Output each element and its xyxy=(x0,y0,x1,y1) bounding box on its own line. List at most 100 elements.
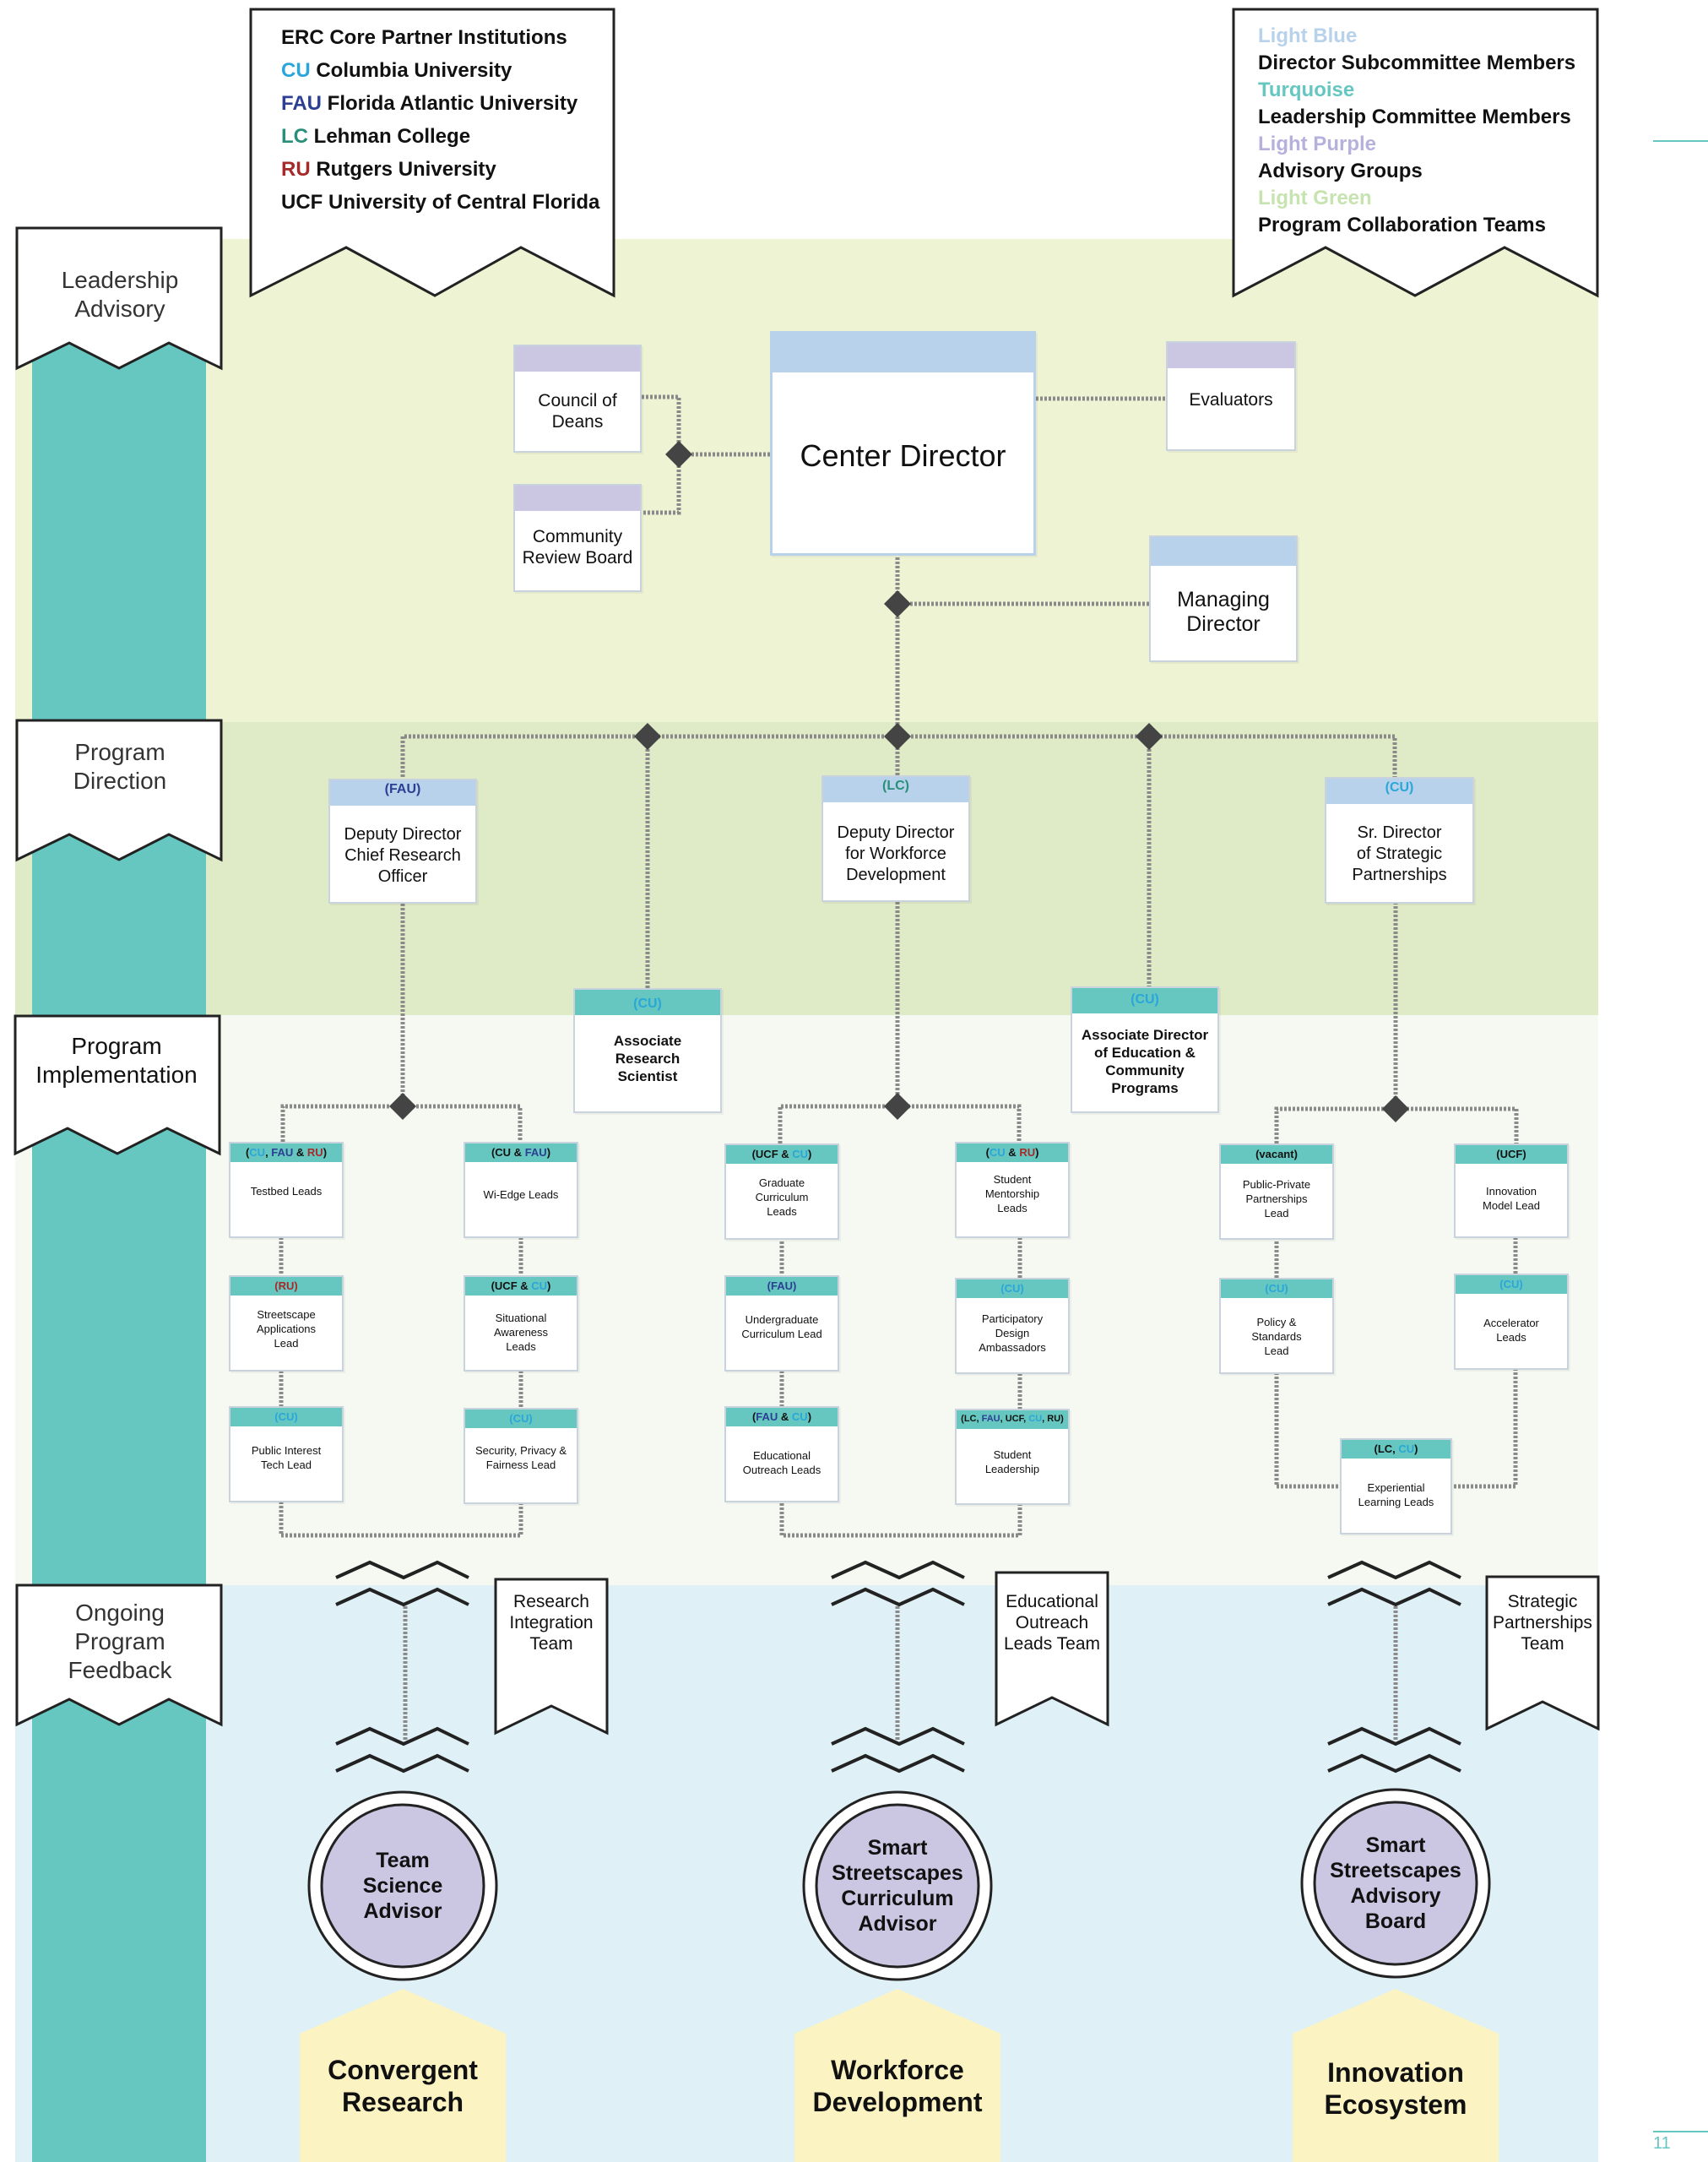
public-private-label: Public-Private Partnerships Lead xyxy=(1242,1178,1311,1220)
legend-turquoise-name: Turquoise xyxy=(1258,79,1355,101)
public-interest-box: (CU) Public Interest Tech Lead xyxy=(229,1406,344,1502)
side-bar xyxy=(32,321,206,2162)
partner-ucf: UCF University of Central Florida xyxy=(281,191,600,214)
box-header xyxy=(330,780,475,806)
mentorship-box: (CU & RU) Student Mentorship Leads xyxy=(955,1142,1070,1238)
policy-box: (CU) Policy & Standards Lead xyxy=(1219,1278,1334,1374)
public-interest-tag: (CU) xyxy=(274,1410,298,1423)
graduate-box: (UCF & CU) Graduate Curriculum Leads xyxy=(724,1143,839,1240)
assoc-research-tag: (CU) xyxy=(633,997,662,1011)
pillar-houses xyxy=(300,1989,1499,2162)
experiential-tag: (LC, CU) xyxy=(1374,1442,1418,1455)
strategic-partnerships-label: Sr. Director of Strategic Partnerships xyxy=(1352,823,1447,884)
box-header xyxy=(575,990,720,1015)
situational-box: (UCF & CU) Situational Awareness Leads xyxy=(464,1275,578,1372)
pillar-innovation-ecosystem: Innovation Ecosystem xyxy=(1324,2057,1467,2120)
band-label-direction: Program Direction xyxy=(73,739,167,794)
box-header xyxy=(515,486,640,511)
council-of-deans-label: Council of Deans xyxy=(538,391,617,432)
edu-outreach-leads-team: Educational Outreach Leads Team xyxy=(1003,1592,1101,1654)
student-leadership-tag: (LC, FAU, UCF, CU, RU) xyxy=(961,1414,1064,1424)
box-header xyxy=(1168,343,1294,368)
security-label: Security, Privacy & Fairness Lead xyxy=(474,1444,567,1471)
research-integration-team: Research Integration Team xyxy=(509,1592,594,1654)
evaluators-box: Evaluators xyxy=(1166,341,1296,451)
partner-ru: RU Rutgers University xyxy=(281,158,496,181)
strategic-partnerships-team: Strategic Partnerships Team xyxy=(1493,1592,1592,1654)
mentorship-tag: (CU & RU) xyxy=(985,1146,1039,1159)
deputy-workforce-tag: (LC) xyxy=(882,779,909,793)
assoc-education-box: (CU) Associate Director of Education & C… xyxy=(1071,986,1219,1113)
situational-tag: (UCF & CU) xyxy=(491,1279,551,1292)
box-header xyxy=(773,334,1033,372)
diamonds xyxy=(389,441,1409,1122)
deputy-research-box: (FAU) Deputy Director Chief Research Off… xyxy=(328,779,477,904)
assoc-education-label: Associate Director of Education & Commun… xyxy=(1081,1027,1209,1096)
managing-director-label: Managing Director xyxy=(1177,588,1270,636)
participatory-tag: (CU) xyxy=(1000,1282,1024,1295)
deputy-research-tag: (FAU) xyxy=(384,782,421,796)
strategic-partnerships-tag: (CU) xyxy=(1385,780,1414,795)
undergraduate-tag: (FAU) xyxy=(767,1279,797,1292)
undergraduate-box: (FAU) Undergraduate Curriculum Lead xyxy=(724,1275,839,1372)
participatory-label: Participatory Design Ambassadors xyxy=(979,1312,1046,1354)
deputy-workforce-box: (LC) Deputy Director for Workforce Devel… xyxy=(821,775,970,902)
partners-legend: ERC Core Partner Institutions CU Columbi… xyxy=(281,21,602,219)
innovation-model-tag: (UCF) xyxy=(1496,1148,1526,1160)
advisory-board: Smart Streetscapes Advisory Board xyxy=(1330,1833,1461,1933)
public-private-tag: (vacant) xyxy=(1255,1148,1298,1160)
testbed-leads-label: Testbed Leads xyxy=(250,1185,323,1198)
legend-light-purple-name: Light Purple xyxy=(1258,133,1376,155)
legend-light-purple-label: Advisory Groups xyxy=(1258,160,1423,182)
legend-light-blue-name: Light Blue xyxy=(1258,24,1358,47)
wiedge-leads-label: Wi-Edge Leads xyxy=(483,1188,559,1201)
streetscape-lead-label: Streetscape Applications Lead xyxy=(256,1308,317,1350)
accelerator-tag: (CU) xyxy=(1499,1278,1523,1290)
box-header xyxy=(230,1408,342,1426)
community-review-board-box: Community Review Board xyxy=(513,484,642,592)
curriculum-advisor: Smart Streetscapes Curriculum Advisor xyxy=(832,1836,963,1936)
partner-cu: CU Columbia University xyxy=(281,59,512,82)
box-header xyxy=(465,1277,577,1296)
zigzags xyxy=(335,1560,1461,1774)
band-label-feedback: Ongoing Program Feedback xyxy=(68,1600,172,1683)
policy-label: Policy & Standards Lead xyxy=(1251,1316,1302,1357)
box-header xyxy=(726,1145,838,1164)
page-number: 11 xyxy=(1653,2134,1671,2153)
graduate-tag: (UCF & CU) xyxy=(751,1148,812,1160)
box-header xyxy=(230,1143,342,1162)
box-header xyxy=(1221,1279,1332,1298)
box-header xyxy=(1326,779,1472,804)
managing-director-box: Managing Director xyxy=(1149,535,1298,662)
box-header xyxy=(465,1143,577,1162)
student-leadership-box: (LC, FAU, UCF, CU, RU) Student Leadershi… xyxy=(955,1409,1070,1505)
legend-light-green-name: Light Green xyxy=(1258,187,1372,209)
policy-tag: (CU) xyxy=(1265,1282,1288,1295)
public-private-box: (vacant) Public-Private Partnerships Lea… xyxy=(1219,1143,1334,1240)
box-header xyxy=(1151,537,1296,566)
accelerator-label: Accelerator Leads xyxy=(1483,1317,1539,1344)
strategic-partnerships-box: (CU) Sr. Director of Strategic Partnersh… xyxy=(1325,777,1474,904)
center-director-label: Center Director xyxy=(800,438,1006,473)
security-tag: (CU) xyxy=(509,1412,533,1425)
edu-outreach-box: (FAU & CU) Educational Outreach Leads xyxy=(724,1406,839,1502)
deputy-research-label: Deputy Director Chief Research Officer xyxy=(344,825,462,886)
box-header xyxy=(1456,1275,1567,1294)
edu-outreach-label: Educational Outreach Leads xyxy=(742,1449,821,1476)
box-header xyxy=(230,1277,342,1296)
situational-label: Situational Awareness Leads xyxy=(493,1312,549,1353)
box-header xyxy=(465,1410,577,1428)
legend-turquoise-label: Leadership Committee Members xyxy=(1258,106,1571,128)
evaluators-label: Evaluators xyxy=(1189,390,1273,410)
partner-fau: FAU Florida Atlantic University xyxy=(281,92,578,115)
student-leadership-label: Student Leadership xyxy=(984,1448,1040,1475)
box-header xyxy=(957,1279,1068,1298)
pillar-convergent-research: Convergent Research xyxy=(328,2055,478,2117)
edu-outreach-tag: (FAU & CU) xyxy=(751,1410,812,1423)
edge-line-top xyxy=(1653,140,1708,142)
wiedge-leads-tag: (CU & FAU) xyxy=(491,1146,551,1159)
partners-title: ERC Core Partner Institutions xyxy=(281,26,567,49)
legend-light-blue-label: Director Subcommittee Members xyxy=(1258,52,1576,74)
box-header xyxy=(1072,988,1217,1013)
